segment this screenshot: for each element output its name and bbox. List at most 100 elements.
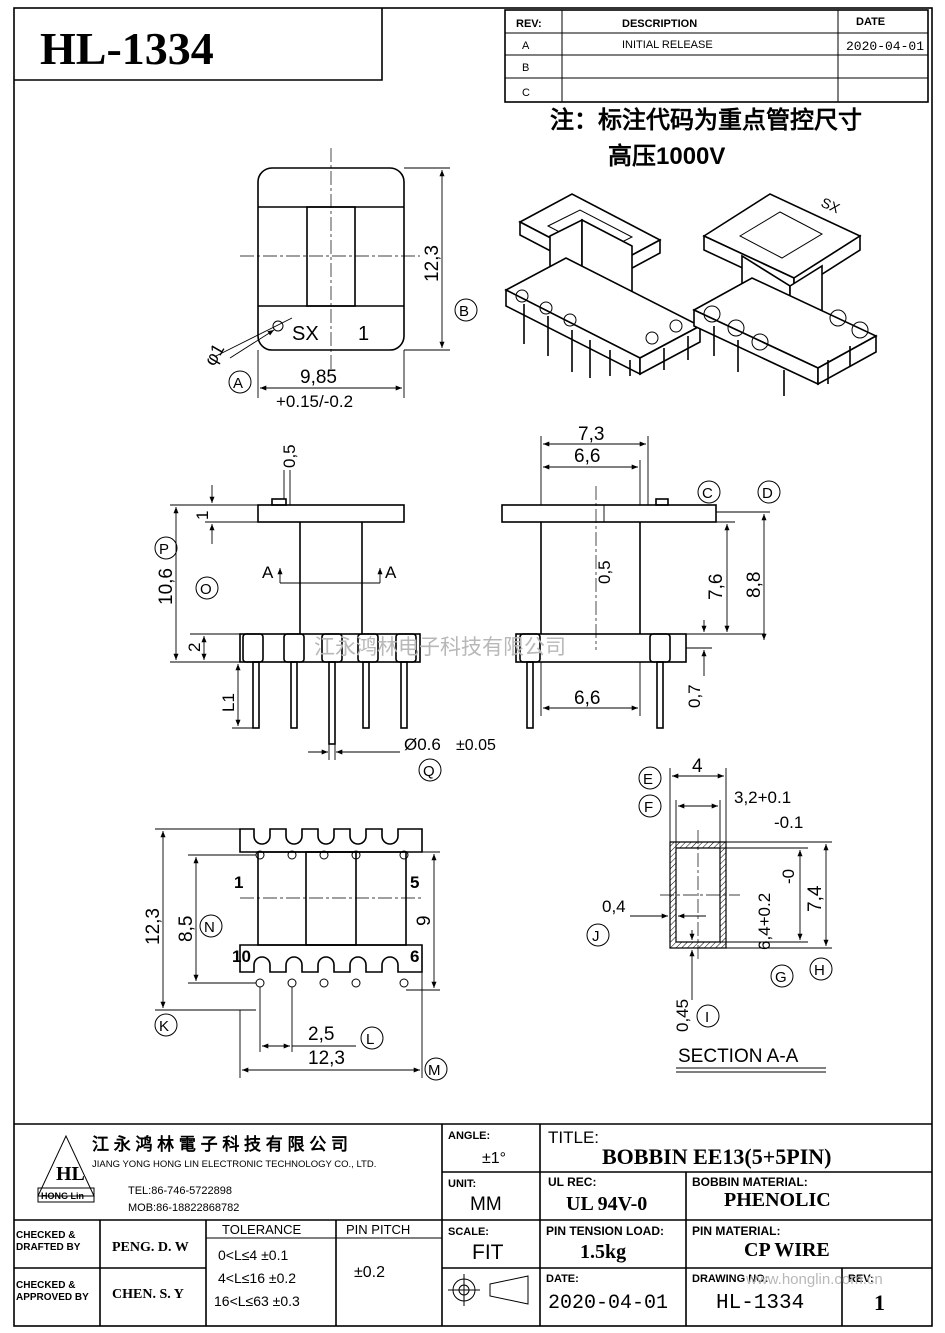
pin-pitch-value: ±0.2	[354, 1264, 385, 1281]
callout-a: A	[233, 375, 243, 392]
angle-value: ±1°	[482, 1150, 506, 1167]
dim-side-window-total: 8,8	[744, 572, 765, 598]
callout-b: B	[459, 303, 469, 320]
description-header: DESCRIPTION	[622, 18, 697, 30]
callout-m: M	[428, 1062, 441, 1079]
bobbin-material-label: BOBBIN MATERIAL:	[692, 1175, 808, 1189]
note-line-2: 高压1000V	[608, 142, 725, 170]
dim-side-window: 7,6	[706, 574, 727, 600]
iso-marking: SX	[819, 194, 843, 216]
company-logo-text: HL	[56, 1163, 85, 1185]
dim-bottom-width: 12,3	[308, 1048, 345, 1069]
dim-side-pin-offset: 0,7	[685, 684, 704, 708]
rev-a-description: INITIAL RELEASE	[622, 39, 713, 51]
side-view: 7,3 6,6 0,5 7,6 8,8 0,7 6,6	[501, 424, 770, 729]
date-header: DATE	[856, 16, 885, 28]
part-number-box: HL-1334	[14, 8, 383, 81]
dim-pin-dia-tol: ±0.05	[456, 737, 496, 754]
pin-pitch-label: PIN PITCH	[346, 1222, 410, 1237]
dim-top-width-tol: +0.15/-0.2	[276, 392, 353, 411]
unit-label: UNIT:	[448, 1178, 476, 1190]
callout-o: O	[200, 581, 212, 598]
drawing-border	[13, 7, 933, 1327]
bobbin-marking-sx: SX	[292, 323, 319, 345]
dim-front-total: 10,6	[156, 568, 177, 605]
company-name-cn: 江 永 鸿 林 電 子 科 技 有 限 公 司	[92, 1134, 348, 1154]
isometric-view-1	[504, 193, 702, 378]
callout-h: H	[814, 962, 825, 979]
dim-hole-dia: φ1	[200, 340, 228, 369]
note-line-1: 注：标注代码为重点管控尺寸	[550, 106, 862, 134]
callout-e: E	[643, 771, 653, 788]
tolerance-label: TOLERANCE	[222, 1222, 302, 1237]
pin-label-1: 1	[234, 873, 243, 892]
drafted-by-name: PENG. D. W	[112, 1240, 189, 1255]
ul-rec-label: UL REC:	[548, 1175, 596, 1189]
callout-q: Q	[423, 763, 435, 780]
scale-label: SCALE:	[448, 1226, 489, 1238]
unit-value: MM	[470, 1194, 502, 1215]
title-label: TITLE:	[548, 1128, 599, 1147]
ul-rec-value: UL 94V-0	[566, 1193, 647, 1215]
dim-section-bottom: 0,45	[673, 999, 692, 1032]
dim-top-width: 9,85	[300, 367, 337, 388]
rev-value: 1	[874, 1290, 885, 1315]
dim-bottom-height: 12,3	[143, 908, 164, 945]
drawing-no-label: DRAWING NO:	[692, 1273, 768, 1285]
dim-section-wall: 0,4	[602, 897, 626, 916]
section-a-a-view: 4 3,2+0.1 -0.1 0,4 6,4+0.2 -0 7,4 0,45 S…	[602, 756, 832, 1073]
dim-section-slot-tol: -0.1	[774, 813, 803, 832]
callout-p: P	[159, 541, 169, 558]
callout-bubbles: A B C D P O Q N K L M E F J G H I	[154, 298, 833, 1081]
callout-n: N	[204, 919, 215, 936]
date-label: DATE:	[546, 1273, 579, 1285]
dim-section-slot: 3,2+0.1	[734, 788, 791, 807]
dim-base: 2	[185, 643, 204, 652]
dim-pin-length: L1	[219, 693, 238, 712]
tolerance-row-3: 16<L≤63 ±0.3	[214, 1293, 300, 1309]
company-logo-sub: HONG Lin	[41, 1191, 84, 1201]
date-value: 2020-04-01	[548, 1292, 668, 1315]
website-watermark: www.honglin.com.cn	[745, 1271, 883, 1288]
rev-a: A	[522, 40, 530, 52]
angle-label: ANGLE:	[448, 1130, 490, 1142]
section-mark-left: A	[262, 563, 274, 582]
company-mob: MOB:86-18822868782	[128, 1202, 239, 1214]
section-mark-right: A	[385, 563, 397, 582]
dim-bottom-width-label: 9	[414, 915, 435, 926]
section-title: SECTION A-A	[678, 1046, 799, 1067]
title-value: BOBBIN EE13(5+5PIN)	[602, 1144, 832, 1169]
projection-symbol-icon	[448, 1274, 529, 1306]
dim-bottom-pitch: 2,5	[308, 1024, 334, 1045]
rev-c: C	[522, 87, 530, 99]
company-name-en: JIANG YONG HONG LIN ELECTRONIC TECHNOLOG…	[92, 1159, 376, 1170]
callout-g: G	[775, 969, 787, 986]
checked-approved-label: CHECKED & APPROVED BY	[16, 1280, 89, 1303]
callout-l: L	[366, 1031, 374, 1048]
rev-header: REV:	[516, 18, 542, 30]
rev-label: REV:	[848, 1273, 874, 1285]
dim-bottom-row: 8,5	[176, 916, 197, 942]
isometric-view-2: SX	[692, 193, 878, 396]
title-block: HL HONG Lin 江 永 鸿 林 電 子 科 技 有 限 公 司 JIAN…	[14, 1123, 932, 1326]
callout-f: F	[644, 799, 653, 816]
drawing-no-value: HL-1334	[716, 1292, 804, 1315]
dim-side-gap: 0,5	[595, 560, 614, 584]
dim-pin-dia: Ø0.6	[404, 735, 441, 754]
revision-table: REV: DESCRIPTION DATE A INITIAL RELEASE …	[504, 9, 929, 103]
dim-section-top: 4	[692, 756, 703, 777]
dim-side-outer: 7,3	[578, 424, 604, 445]
pin-label-6: 6	[410, 947, 419, 966]
bobbin-material-value: PHENOLIC	[724, 1189, 831, 1211]
company-tel: TEL:86-746-5722898	[128, 1185, 232, 1197]
callout-i: I	[705, 1009, 709, 1026]
dim-flange-top: 0,5	[280, 444, 299, 468]
pin-label-5: 5	[410, 873, 419, 892]
scale-value: FIT	[472, 1241, 504, 1264]
dim-side-inner-bottom: 6,6	[574, 688, 600, 709]
dim-top-height: 12,3	[422, 245, 443, 282]
dim-section-outer: 7,4	[805, 885, 826, 912]
bottom-view: 1 5 6 10 12,3 8,5 9 2,5 12,3	[143, 828, 440, 1078]
front-view: A A 0,5 1 10,6 2 L1 Ø0.6 ±0.05	[156, 444, 496, 760]
